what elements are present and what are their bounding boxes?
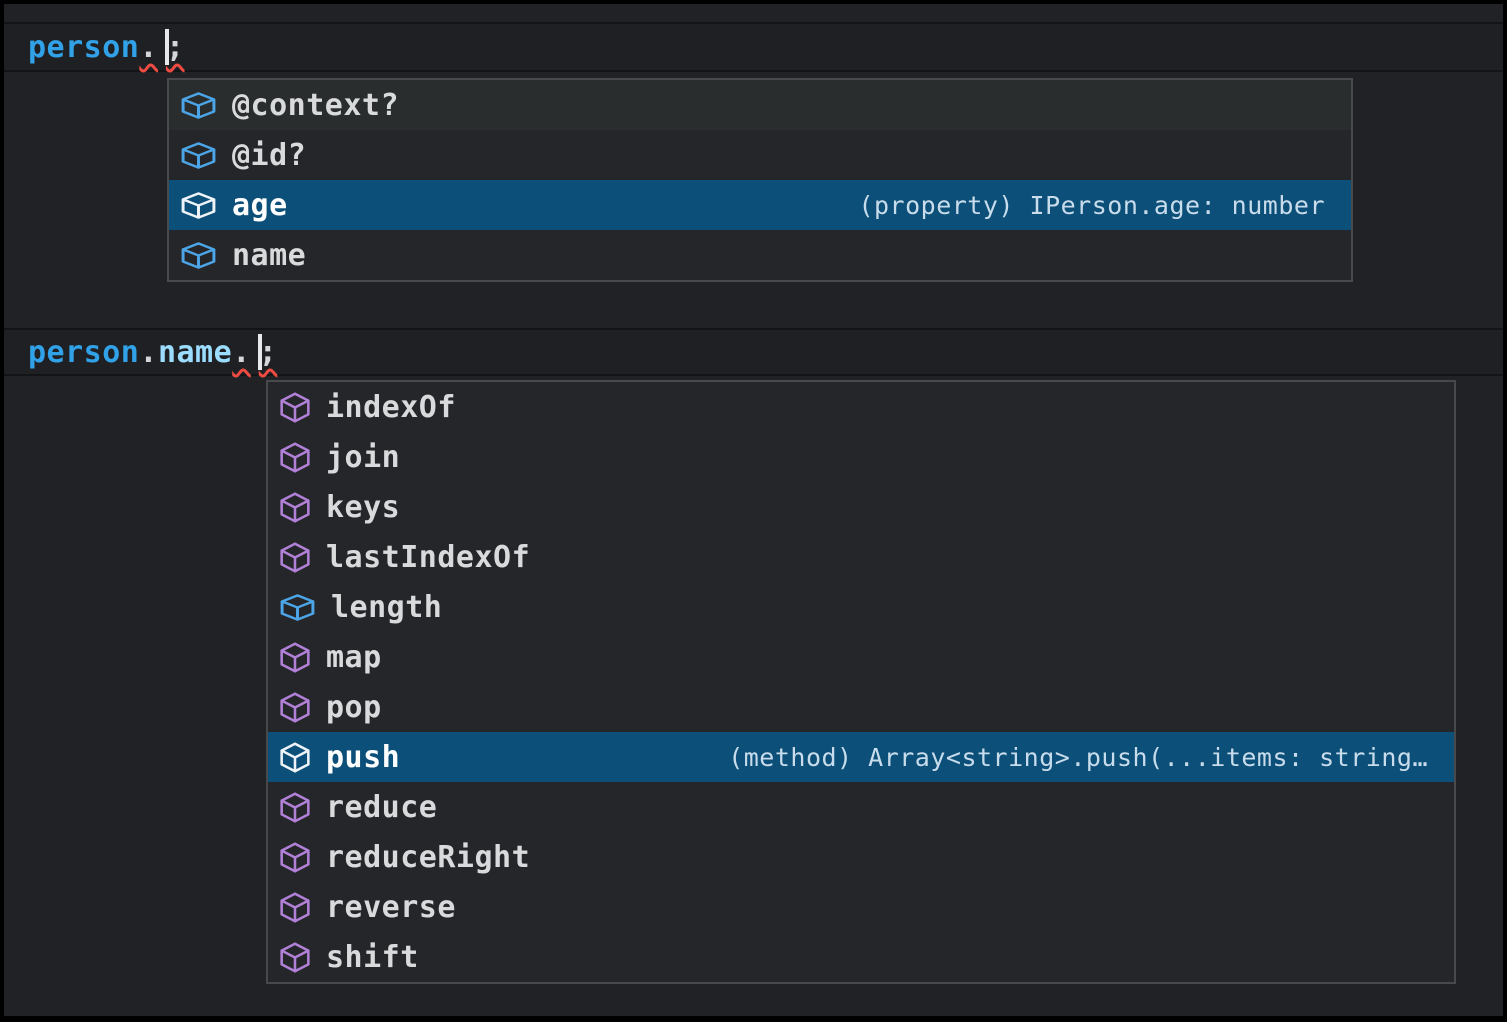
suggestion-item-indexof[interactable]: indexOf [268,382,1454,432]
symbol-field-icon [181,241,216,269]
suggestion-item-lastindexof[interactable]: lastIndexOf [268,532,1454,582]
suggestion-item-keys[interactable]: keys [268,482,1454,532]
symbol-method-icon [280,641,310,673]
text-cursor [257,334,262,370]
text-cursor [164,29,169,65]
symbol-method-icon [280,741,310,773]
suggestion-item-map[interactable]: map [268,632,1454,682]
suggestion-item-context[interactable]: @context? [169,80,1351,130]
suggestion-label: reduceRight [326,839,531,875]
symbol-method-icon [280,941,310,973]
code-token: ; [258,334,278,370]
symbol-method-icon [280,691,310,723]
code-token: . [139,29,158,65]
suggestion-label: length [331,589,443,625]
symbol-method-icon [280,791,310,823]
code-token: name [157,334,233,370]
suggestion-label: reverse [326,889,456,925]
suggestion-item-join[interactable]: join [268,432,1454,482]
suggestion-item-shift[interactable]: shift [268,932,1454,982]
suggestion-item-reduce[interactable]: reduce [268,782,1454,832]
code-token: . [232,334,251,370]
code-token: . [139,334,158,370]
suggestion-label: reduce [326,789,438,825]
suggestion-detail: (property) IPerson.age: number [858,190,1325,220]
suggestion-label: name [232,237,307,273]
suggestion-label: shift [326,939,419,975]
suggestion-label: push [326,739,401,775]
code-token: person [28,334,140,370]
suggest-popup-person: @context? @id? age (property) IPerson.age: … [167,78,1353,282]
suggestion-item-age[interactable]: age (property) IPerson.age: number [169,180,1351,230]
symbol-method-icon [280,391,310,423]
symbol-method-icon [280,891,310,923]
code-line-1[interactable]: person.; [4,22,1503,72]
symbol-field-icon [181,191,216,219]
suggestion-label: indexOf [326,389,456,425]
suggestion-item-name[interactable]: name [169,230,1351,280]
suggestion-label: age [232,187,288,223]
suggestion-item-length[interactable]: length [268,582,1454,632]
symbol-method-icon [280,541,310,573]
symbol-method-icon [280,441,310,473]
suggestion-label: @id? [232,137,307,173]
code-token: ; [165,29,185,65]
suggestion-label: join [326,439,401,475]
suggestion-label: keys [326,489,401,525]
suggestion-item-push[interactable]: push (method) Array<string>.push(...items… [268,732,1454,782]
suggestion-item-reduceright[interactable]: reduceRight [268,832,1454,882]
symbol-method-icon [280,841,310,873]
suggestion-detail: (method) Array<string>.push(...items: st… [728,742,1428,772]
suggestion-item-reverse[interactable]: reverse [268,882,1454,932]
editor-surface[interactable]: person.; @context? @id? age (property) IPer… [4,4,1503,1016]
code-line-2[interactable]: person.name.; [4,328,1503,376]
code-token: person [28,29,140,65]
suggest-popup-person-name: indexOf join keys lastIndexOf length map pop pu… [266,380,1456,984]
suggestion-label: pop [326,689,382,725]
symbol-field-icon [181,91,216,119]
suggestion-label: @context? [232,87,400,123]
suggestion-item-pop[interactable]: pop [268,682,1454,732]
symbol-field-icon [181,141,216,169]
suggestion-label: map [326,639,382,675]
symbol-field-icon [280,593,315,621]
symbol-method-icon [280,491,310,523]
suggestion-item-id[interactable]: @id? [169,130,1351,180]
suggestion-label: lastIndexOf [326,539,531,575]
